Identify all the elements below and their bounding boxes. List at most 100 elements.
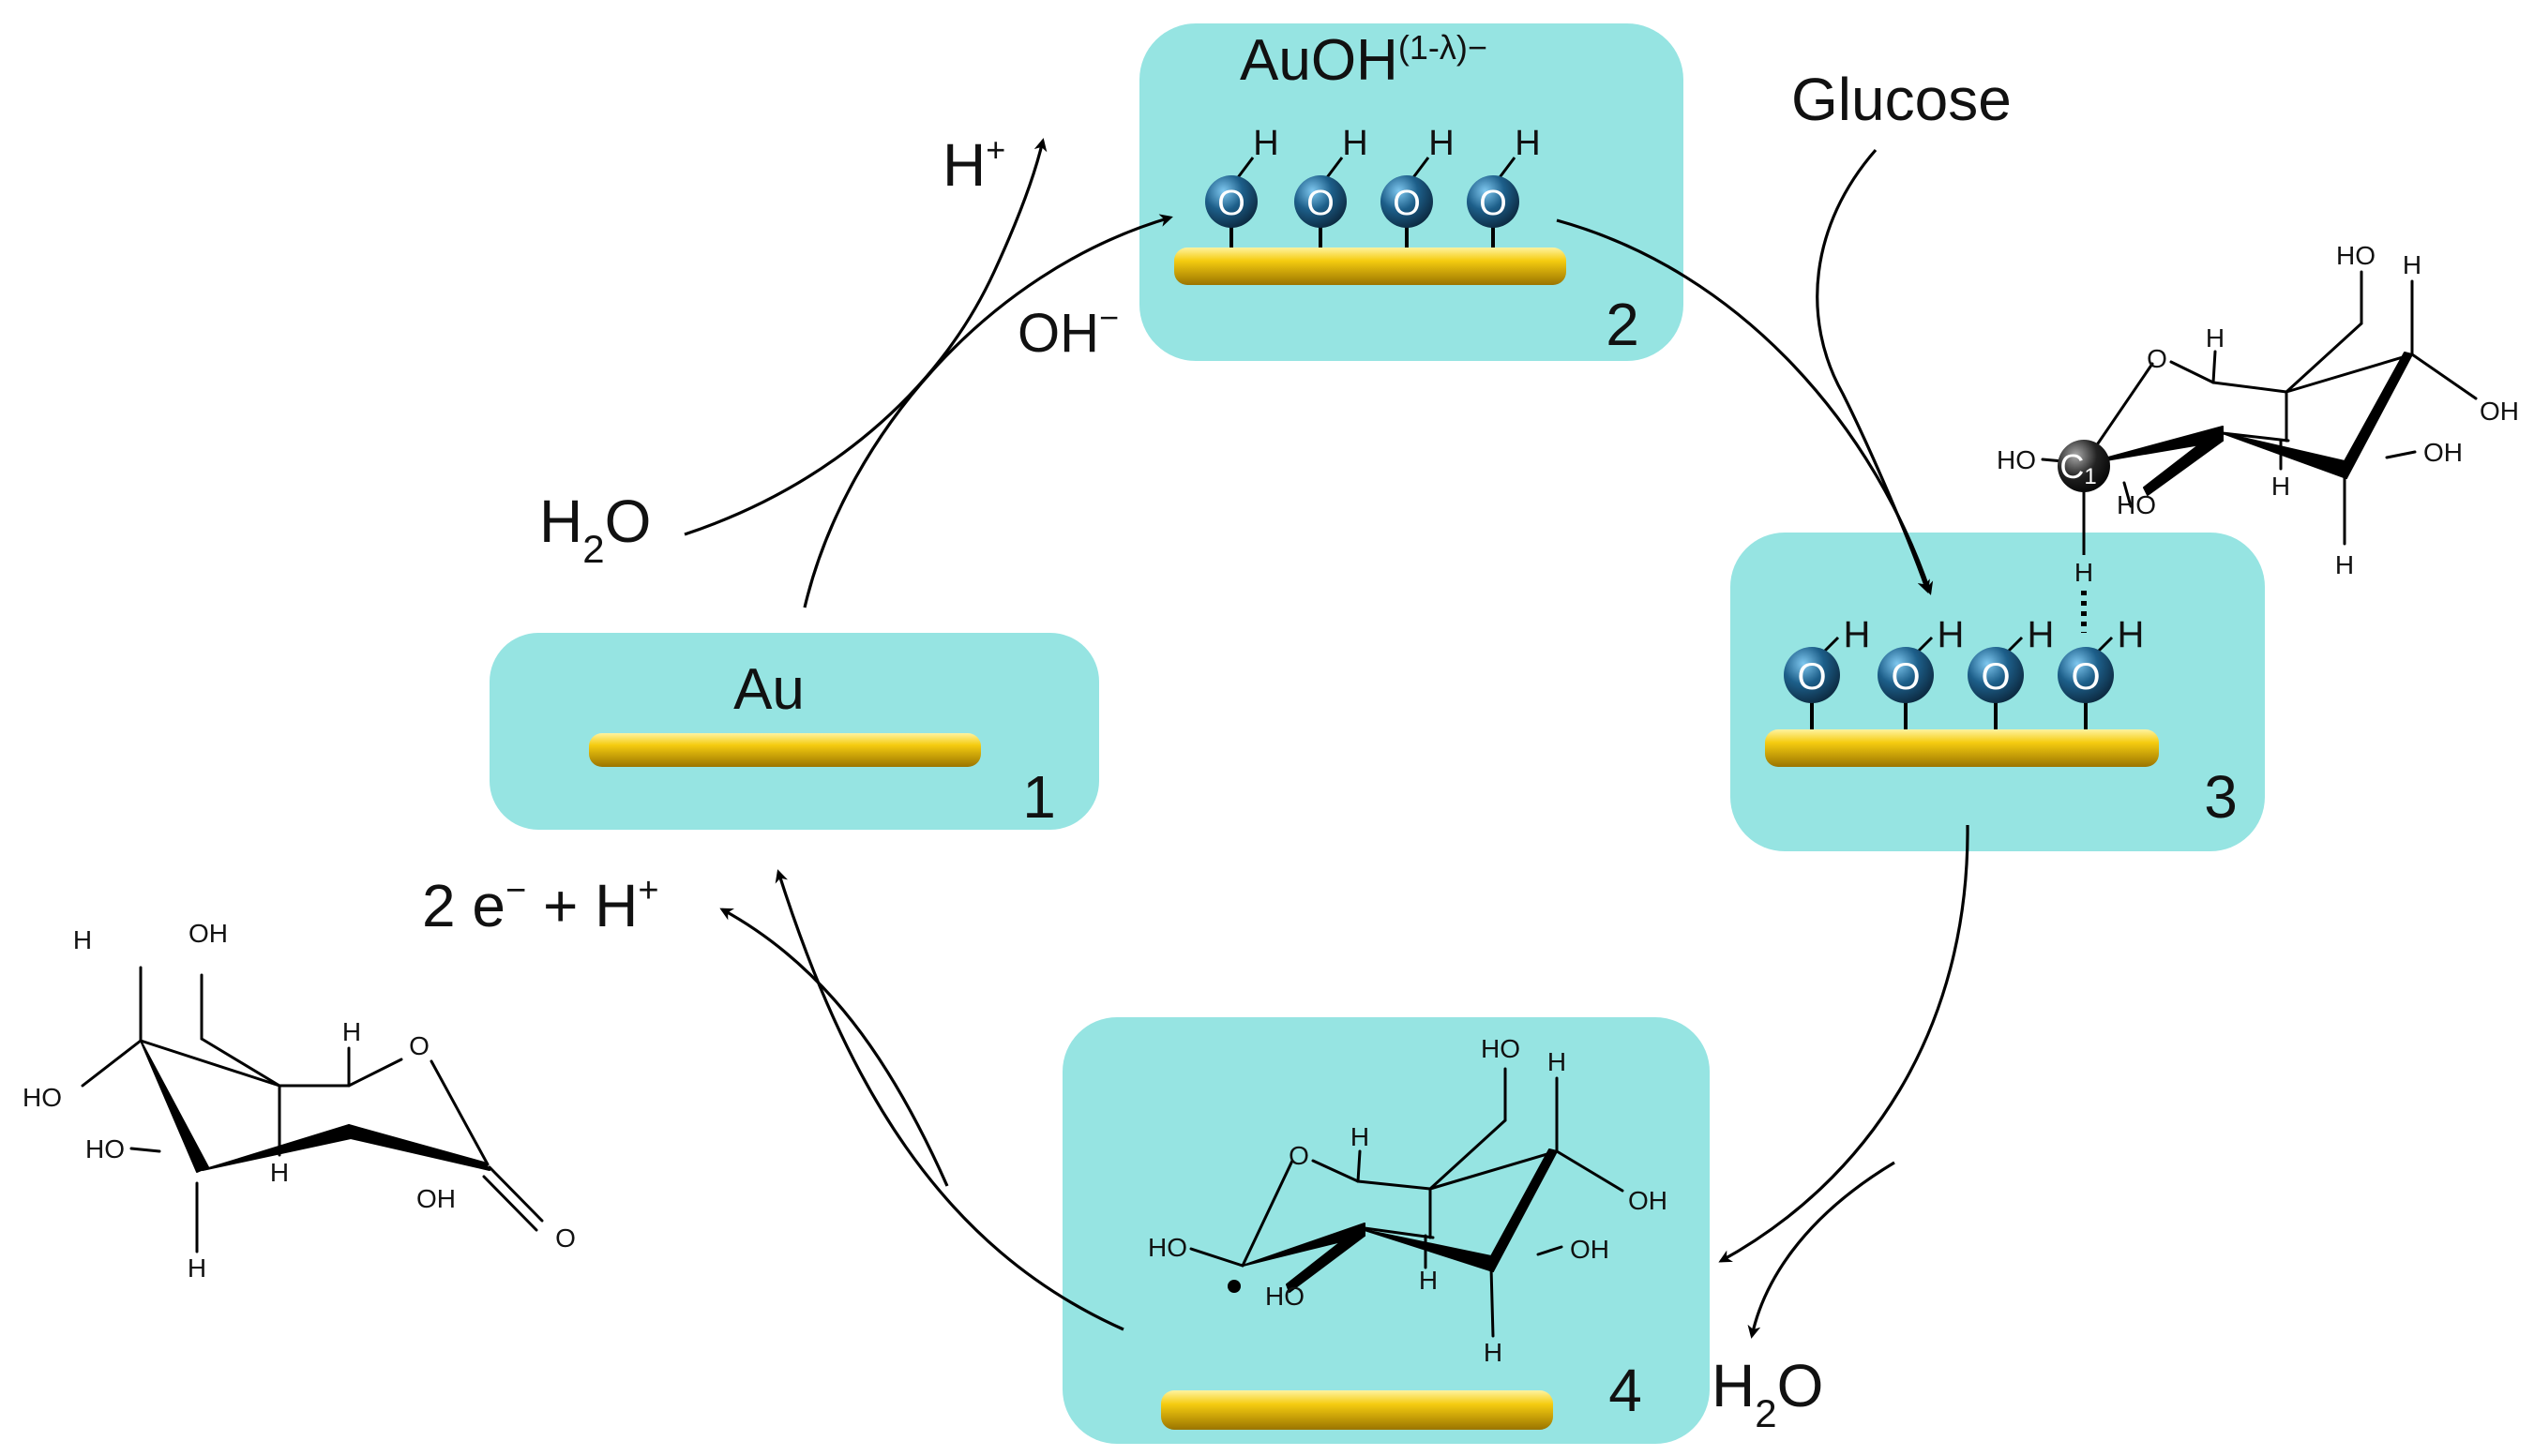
hydrogen-letter: H bbox=[1428, 124, 1454, 163]
proton-h: H bbox=[943, 131, 986, 199]
hydrogen-letter: H bbox=[1253, 124, 1278, 163]
ring-h: H bbox=[342, 1017, 361, 1046]
hydrogen-letter: H bbox=[2118, 614, 2145, 655]
ho-label: HO bbox=[85, 1134, 125, 1163]
water-subscript: 2 bbox=[582, 527, 604, 571]
hydroxyl-group: O H bbox=[1380, 124, 1455, 248]
ring-h: H bbox=[1350, 1122, 1369, 1151]
oxygen-atom bbox=[1968, 647, 2024, 703]
state-number: 4 bbox=[1608, 1357, 1642, 1424]
ho-label: HO bbox=[1148, 1233, 1187, 1262]
proton-charge: + bbox=[638, 871, 658, 910]
h-label: H bbox=[2271, 472, 2290, 501]
h-label: H bbox=[1484, 1338, 1502, 1367]
oxygen-letter: O bbox=[1393, 184, 1421, 223]
arrow-1-to-2 bbox=[803, 214, 1173, 608]
oh-label: OH bbox=[1628, 1186, 1667, 1215]
oxygen-letter: O bbox=[2071, 656, 2100, 698]
h-label: H bbox=[2074, 558, 2093, 587]
state-number: 2 bbox=[1606, 291, 1639, 358]
oxygen-letter: O bbox=[1217, 184, 1245, 223]
ring-h: H bbox=[2206, 323, 2225, 353]
water-h: H bbox=[539, 488, 582, 555]
h-label: H bbox=[2403, 250, 2421, 279]
arrow-water-out bbox=[1747, 1161, 1895, 1339]
ho-label: HO bbox=[1265, 1282, 1305, 1311]
oxygen-atom bbox=[1878, 647, 1934, 703]
h-label: H bbox=[1547, 1047, 1566, 1076]
carbon-letter-c: C bbox=[2059, 447, 2084, 486]
oxygen-letter: O bbox=[1797, 656, 1826, 698]
carbon-subscript: 1 bbox=[2084, 464, 2096, 489]
hydroxyl-row: O H O H O H O H bbox=[1784, 614, 2144, 729]
oxygen-atom bbox=[1205, 175, 1258, 228]
glucose-label: Glucose bbox=[1791, 66, 2012, 133]
water-subscript: 2 bbox=[1755, 1391, 1776, 1435]
oh-label: OH bbox=[1570, 1235, 1609, 1264]
gold-electrode bbox=[1174, 248, 1566, 285]
ho-label: HO bbox=[2117, 490, 2156, 519]
water-o: O bbox=[1777, 1352, 1824, 1419]
ho-label: HO bbox=[1997, 445, 2036, 474]
water-bottom-label: H2O bbox=[1712, 1352, 1823, 1435]
gluconolactone-structure: H OH H O HO HO H OH O H bbox=[23, 919, 576, 1283]
hydroxyl-group: O H bbox=[1878, 614, 1964, 729]
oxygen-atom bbox=[1380, 175, 1433, 228]
panel-background bbox=[490, 633, 1099, 830]
carbonyl-oxygen: O bbox=[555, 1223, 576, 1253]
state-2-panel: AuOH(1-λ)− O H O H O H bbox=[1139, 23, 1683, 361]
ho-label: HO bbox=[23, 1083, 62, 1112]
state-number: 3 bbox=[2204, 763, 2238, 831]
arrow-h2o-to-proton bbox=[684, 138, 1048, 536]
ring-oxygen: O bbox=[1289, 1141, 1309, 1170]
oxygen-atom bbox=[1467, 175, 1519, 228]
carbon-letter: C1 bbox=[2059, 447, 2096, 489]
ho-label: HO bbox=[2336, 241, 2376, 270]
water-o: O bbox=[605, 488, 652, 555]
oxygen-atom bbox=[1784, 647, 1840, 703]
auoh-label: AuOH(1-λ)− bbox=[1240, 28, 1487, 93]
electron-charge: − bbox=[505, 871, 526, 910]
hydrogen-letter: H bbox=[1515, 124, 1540, 163]
proton-charge: + bbox=[986, 130, 1005, 169]
oxygen-letter: O bbox=[1891, 656, 1920, 698]
hydrogen-letter: H bbox=[1844, 614, 1871, 655]
h-label: H bbox=[188, 1253, 206, 1283]
oh-label: OH bbox=[189, 919, 228, 948]
glucose-radical-structure: O H HO H OH HO HO H OH H bbox=[1148, 1034, 1667, 1367]
hydroxyl-group: O H bbox=[2058, 614, 2144, 729]
hydroxyl-group: O H bbox=[1205, 124, 1279, 248]
arrow-3-to-4 bbox=[1718, 824, 1969, 1263]
gold-electrode bbox=[1161, 1390, 1553, 1430]
hydrogen-letter: H bbox=[1938, 614, 1965, 655]
hydroxyl-group: O H bbox=[1294, 124, 1368, 248]
state-1-panel: Au 1 bbox=[490, 633, 1099, 831]
glucose-structure: C1 H O H HO H OH HO HO H OH H bbox=[1997, 241, 2519, 633]
hydrogen-letter: H bbox=[1342, 124, 1367, 163]
auoh-main: AuOH bbox=[1240, 28, 1398, 93]
state-4-panel: 4 O H HO H OH bbox=[1063, 1017, 1710, 1444]
hydrogen-letter: H bbox=[2028, 614, 2055, 655]
water-left-label: H2O bbox=[539, 488, 651, 571]
hydroxide-charge: − bbox=[1099, 298, 1119, 337]
h-label: H bbox=[1419, 1266, 1438, 1295]
ring-oxygen: O bbox=[409, 1031, 430, 1060]
oxygen-letter: O bbox=[1981, 656, 2010, 698]
hydroxyl-row: O H O H O H O H bbox=[1205, 124, 1541, 248]
ho-label: HO bbox=[1481, 1034, 1520, 1063]
oh-label: OH bbox=[2480, 397, 2519, 426]
electrons-proton: + H bbox=[526, 872, 638, 939]
electrons-count: 2 e bbox=[422, 872, 505, 939]
proton-top-label: H+ bbox=[943, 130, 1005, 199]
au-label: Au bbox=[733, 657, 805, 722]
oxygen-atom bbox=[1294, 175, 1347, 228]
gold-electrode bbox=[589, 733, 981, 767]
water-h: H bbox=[1712, 1352, 1755, 1419]
hydroxyl-group: O H bbox=[1968, 614, 2054, 729]
hydroxide-oh: OH bbox=[1018, 303, 1099, 364]
oxygen-letter: O bbox=[1306, 184, 1335, 223]
cycle-arrows bbox=[684, 138, 1969, 1339]
hydroxyl-group: O H bbox=[1784, 614, 1870, 729]
h-label: H bbox=[73, 925, 92, 954]
